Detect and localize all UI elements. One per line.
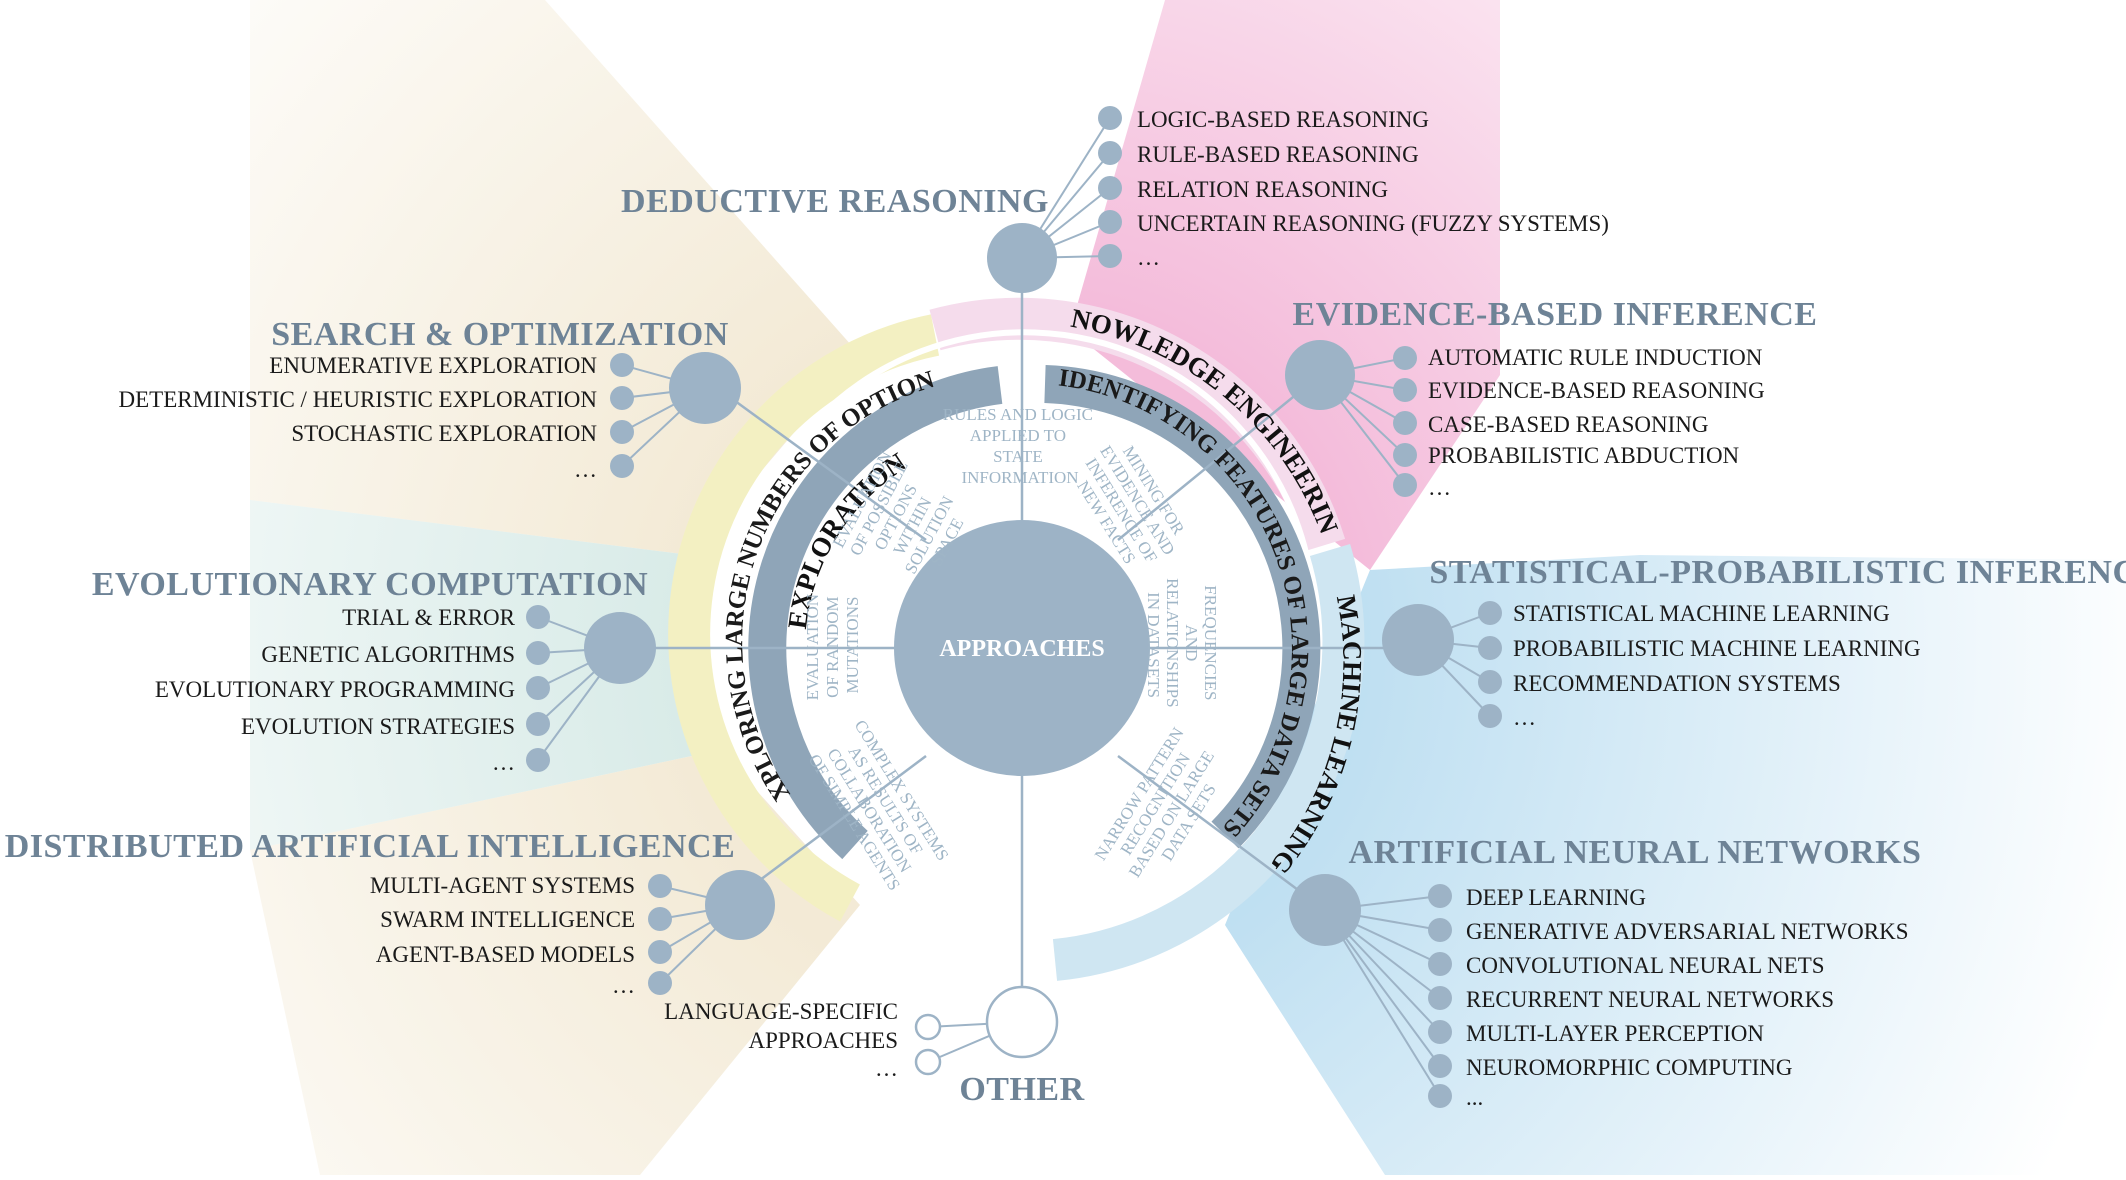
center-label: APPROACHES xyxy=(939,636,1104,662)
item-logic-based: LOGIC-BASED REASONING xyxy=(1137,107,1429,132)
heading-evidence-based: EVIDENCE-BASED INFERENCE xyxy=(1293,296,1818,333)
svg-text:...: ... xyxy=(1466,1085,1483,1110)
svg-text:DETERMINISTIC / HEURISTIC EXPL: DETERMINISTIC / HEURISTIC EXPLORATION xyxy=(118,387,597,412)
inner-narrow-pattern: NARROW PATTERN RECOGNITION BASED ON LARG… xyxy=(1091,721,1239,894)
outer-rings xyxy=(668,297,1365,981)
heading-evolutionary: EVOLUTIONARY COMPUTATION xyxy=(92,566,648,603)
svg-text:MULTI-AGENT SYSTEMS: MULTI-AGENT SYSTEMS xyxy=(370,873,635,898)
node-deductive-reasoning xyxy=(987,223,1057,293)
heading-statistical: STATISTICAL-PROBABILISTIC INFERENCE xyxy=(1429,554,2126,591)
knowledge-wedge xyxy=(1070,0,1500,570)
svg-text:STOCHASTIC EXPLORATION: STOCHASTIC EXPLORATION xyxy=(291,421,597,446)
identifying-features-band xyxy=(1044,365,1321,849)
item-rule-based: RULE-BASED REASONING xyxy=(1137,142,1419,167)
heading-search-optimization: SEARCH & OPTIMIZATION xyxy=(271,316,729,353)
machine-learning-ring xyxy=(1052,544,1365,981)
svg-text:RECOMMENDATION SYSTEMS: RECOMMENDATION SYSTEMS xyxy=(1513,671,1841,696)
item-relation: RELATION REASONING xyxy=(1137,177,1388,202)
node-distributed-ai xyxy=(705,870,775,940)
center-circle xyxy=(894,520,1150,776)
svg-text:EVIDENCE-BASED REASONING: EVIDENCE-BASED REASONING xyxy=(1428,378,1765,403)
node-evolutionary xyxy=(584,612,656,684)
svg-text:GENETIC ALGORITHMS: GENETIC ALGORITHMS xyxy=(261,642,515,667)
group-evolutionary-computation: EVOLUTIONARY COMPUTATION TRIAL & ERROR G… xyxy=(92,566,656,775)
node-neural-networks xyxy=(1289,874,1361,946)
heading-distributed-ai: DISTRIBUTED ARTIFICIAL INTELLIGENCE xyxy=(5,828,736,865)
svg-text:TRIAL & ERROR: TRIAL & ERROR xyxy=(342,605,516,630)
svg-text:PROBABILISTIC MACHINE LEARNING: PROBABILISTIC MACHINE LEARNING xyxy=(1513,636,1921,661)
svg-text:CASE-BASED REASONING: CASE-BASED REASONING xyxy=(1428,412,1709,437)
svg-text:NEUROMORPHIC COMPUTING: NEUROMORPHIC COMPUTING xyxy=(1466,1055,1793,1080)
svg-text:EVOLUTIONARY PROGRAMMING: EVOLUTIONARY PROGRAMMING xyxy=(155,677,515,702)
group-deductive-reasoning: DEDUCTIVE REASONING LOGIC-BASED REASONIN… xyxy=(621,106,1609,293)
svg-text:GENERATIVE ADVERSARIAL NETWORK: GENERATIVE ADVERSARIAL NETWORKS xyxy=(1466,919,1909,944)
svg-text:LANGUAGE-SPECIFIC: LANGUAGE-SPECIFIC xyxy=(664,999,898,1024)
item-deductive-more: … xyxy=(1137,245,1160,270)
group-neural-networks: ARTIFICIAL NEURAL NETWORKS DEEP LEARNING… xyxy=(1289,834,1921,1110)
svg-text:ENUMERATIVE EXPLORATION: ENUMERATIVE EXPLORATION xyxy=(269,353,597,378)
group-search-optimization: SEARCH & OPTIMIZATION ENUMERATIVE EXPLOR… xyxy=(118,316,741,482)
knowledge-ring xyxy=(929,297,1346,552)
svg-text:…: … xyxy=(1513,705,1536,730)
group-distributed-ai: DISTRIBUTED ARTIFICIAL INTELLIGENCE MULT… xyxy=(5,828,775,998)
node-search-optimization xyxy=(669,352,741,424)
svg-text:MULTI-LAYER PERCEPTION: MULTI-LAYER PERCEPTION xyxy=(1466,1021,1764,1046)
svg-text:RECURRENT NEURAL NETWORKS: RECURRENT NEURAL NETWORKS xyxy=(1466,987,1834,1012)
heading-other: OTHER xyxy=(959,1071,1084,1108)
exploration-wedge-teal xyxy=(250,500,720,850)
inner-evaluation-mutations: EVALUATION OF RANDOM MUTATIONS xyxy=(803,590,862,701)
svg-text:STATISTICAL MACHINE LEARNING: STATISTICAL MACHINE LEARNING xyxy=(1513,601,1890,626)
node-other xyxy=(985,985,1059,1059)
svg-text:AGENT-BASED MODELS: AGENT-BASED MODELS xyxy=(376,942,635,967)
heading-deductive-reasoning: DEDUCTIVE REASONING xyxy=(621,183,1049,220)
node-statistical xyxy=(1382,604,1454,676)
svg-text:DEEP LEARNING: DEEP LEARNING xyxy=(1466,885,1646,910)
svg-text:…: … xyxy=(612,973,635,998)
svg-text:SWARM INTELLIGENCE: SWARM INTELLIGENCE xyxy=(380,907,635,932)
item-uncertain: UNCERTAIN REASONING (FUZZY SYSTEMS) xyxy=(1137,211,1609,236)
heading-neural-networks: ARTIFICIAL NEURAL NETWORKS xyxy=(1349,834,1922,871)
svg-text:PROBABILISTIC ABDUCTION: PROBABILISTIC ABDUCTION xyxy=(1428,443,1740,468)
inner-rules-logic: RULES AND LOGIC APPLIED TO STATE INFORMA… xyxy=(943,405,1097,487)
machine-learning-wedge xyxy=(1225,555,2126,1175)
exploring-options-band xyxy=(748,366,1003,860)
group-statistical-probabilistic: STATISTICAL-PROBABILISTIC INFERENCE STAT… xyxy=(1382,554,2126,730)
white-divider-ring xyxy=(731,329,1318,661)
svg-text:EVOLUTION STRATEGIES: EVOLUTION STRATEGIES xyxy=(241,714,515,739)
svg-text:APPROACHES: APPROACHES xyxy=(748,1028,898,1053)
svg-text:…: … xyxy=(1428,475,1451,500)
group-evidence-based-inference: EVIDENCE-BASED INFERENCE AUTOMATIC RULE … xyxy=(1285,296,1817,500)
svg-text:AUTOMATIC RULE INDUCTION: AUTOMATIC RULE INDUCTION xyxy=(1428,345,1763,370)
svg-text:…: … xyxy=(492,750,515,775)
exploration-wedge-upper xyxy=(250,0,860,555)
exploration-wedge-lower xyxy=(250,750,860,1175)
inner-frequencies: FREQUENCIES AND RELATIONSHIPS IN DATASET… xyxy=(1144,578,1220,712)
node-evidence-based xyxy=(1285,340,1355,410)
exploration-ring xyxy=(668,314,940,922)
group-other: OTHER LANGUAGE-SPECIFIC APPROACHES … xyxy=(664,985,1084,1108)
svg-text:…: … xyxy=(574,457,597,482)
svg-text:…: … xyxy=(875,1056,898,1081)
svg-text:CONVOLUTIONAL NEURAL NETS: CONVOLUTIONAL NEURAL NETS xyxy=(1466,953,1825,978)
